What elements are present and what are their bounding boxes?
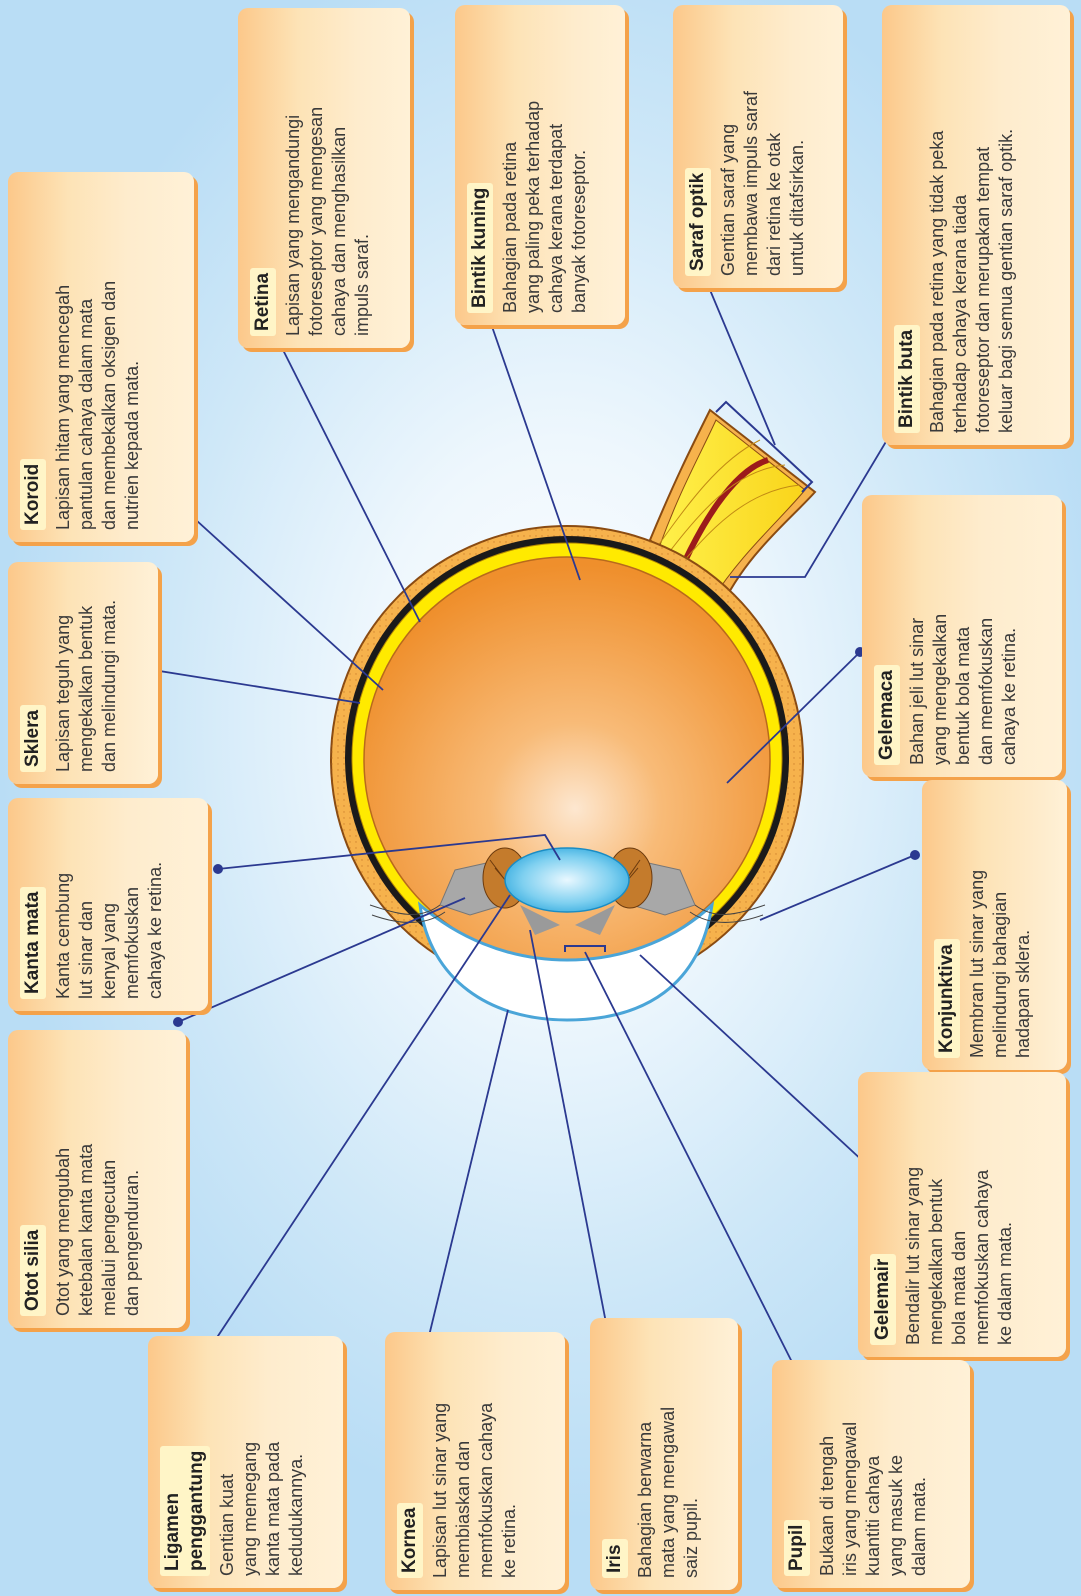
label-title: Pupil xyxy=(784,1520,810,1576)
label-card-iris: Iris Bahagian berwarna mata yang mengawa… xyxy=(590,1318,738,1590)
label-title: Sklera xyxy=(20,705,46,772)
label-card-ligamen-penggantung: Ligamen penggantung Gentian kuat yang me… xyxy=(148,1336,343,1588)
label-description: Otot yang mengubah ketebalan kanta mata … xyxy=(52,1042,144,1316)
label-title: Kanta mata xyxy=(20,887,46,999)
label-title: Saraf optik xyxy=(685,168,711,276)
label-description: Bahagian berwarna mata yang mengawal sai… xyxy=(634,1330,703,1578)
label-description: Gentian saraf yang membawa impuls saraf … xyxy=(717,17,809,276)
label-title: Bintik buta xyxy=(894,325,920,433)
label-card-saraf-optik: Saraf optik Gentian saraf yang membawa i… xyxy=(673,5,843,288)
label-description: Lapisan lut sinar yang membiaskan dan me… xyxy=(429,1344,521,1578)
label-card-pupil: Pupil Bukaan di tengah iris yang mengawa… xyxy=(772,1360,970,1588)
label-description: Gentian kuat yang memegang kanta mata pa… xyxy=(216,1348,308,1576)
leader-konjunktiva xyxy=(760,855,915,920)
leader-ligamen xyxy=(212,895,510,1345)
label-card-koroid: Koroid Lapisan hitam yang mencegah pantu… xyxy=(8,172,194,542)
leader-kornea xyxy=(428,1010,508,1340)
label-card-bintik-kuning: Bintik kuning Bahagian pada retina yang … xyxy=(455,5,625,325)
label-title: Kornea xyxy=(397,1503,423,1578)
label-card-kanta-mata: Kanta mata Kanta cembung lut sinar dan k… xyxy=(8,798,208,1011)
label-title: Koroid xyxy=(20,459,46,530)
label-title: Bintik kuning xyxy=(467,183,493,313)
label-description: Bendalir lut sinar yang mengekalkan bent… xyxy=(902,1084,1017,1345)
label-title: Otot silia xyxy=(20,1225,46,1316)
leader-koroid xyxy=(185,510,383,690)
leader-pupil xyxy=(585,952,795,1368)
label-card-sklera: Sklera Lapisan teguh yang mengekalkan be… xyxy=(8,562,158,784)
label-card-kornea: Kornea Lapisan lut sinar yang membiaskan… xyxy=(385,1332,565,1590)
label-title: Gelemair xyxy=(870,1254,896,1345)
label-title: Konjunktiva xyxy=(934,939,960,1058)
label-card-gelemair: Gelemair Bendalir lut sinar yang mengeka… xyxy=(858,1072,1066,1357)
label-description: Membran lut sinar yang melindungi bahagi… xyxy=(966,792,1035,1058)
label-card-otot-silia: Otot silia Otot yang mengubah ketebalan … xyxy=(8,1030,186,1328)
label-description: Lapisan hitam yang mencegah pantulan cah… xyxy=(52,184,144,530)
eyeball xyxy=(331,526,803,994)
label-card-retina: Retina Lapisan yang mengandungi fotorese… xyxy=(238,8,410,348)
label-card-bintik-buta: Bintik buta Bahagian pada retina yang ti… xyxy=(882,5,1070,445)
leader-gelemair xyxy=(640,955,865,1163)
label-title: Retina xyxy=(250,268,276,336)
leader-retina xyxy=(278,340,420,622)
label-description: Lapisan yang mengandungi fotoreseptor ya… xyxy=(282,20,374,336)
label-card-gelemaca: Gelemaca Bahan jeli lut sinar yang menge… xyxy=(862,495,1062,777)
label-description: Kanta cembung lut sinar dan kenyal yang … xyxy=(52,810,167,999)
label-title: Iris xyxy=(602,1539,628,1578)
label-description: Bahan jeli lut sinar yang mengekalkan be… xyxy=(906,507,1021,765)
label-card-konjunktiva: Konjunktiva Membran lut sinar yang melin… xyxy=(922,780,1067,1070)
label-title: Ligamen penggantung xyxy=(160,1446,210,1576)
label-title: Gelemaca xyxy=(874,665,900,765)
label-description: Bahagian pada retina yang paling peka te… xyxy=(499,17,591,313)
label-description: Lapisan teguh yang mengekalkan bentuk da… xyxy=(52,574,121,772)
label-description: Bahagian pada retina yang tidak peka ter… xyxy=(926,17,1018,433)
label-description: Bukaan di tengah iris yang mengawal kuan… xyxy=(816,1372,931,1576)
leader-otot-silia xyxy=(178,898,465,1022)
